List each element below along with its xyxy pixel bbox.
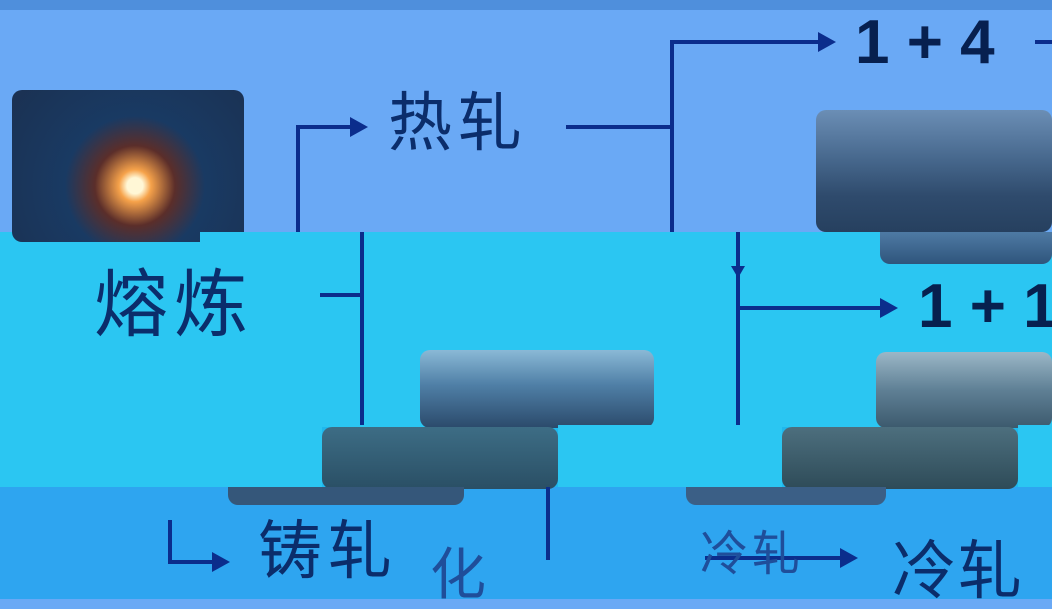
hot-rolling-mill-photo [816,110,1052,232]
arrowhead-down [731,266,745,278]
cast-rolling-label: 铸轧 [258,515,398,589]
cold-mill-photo-strip [686,487,886,505]
cast-line-photo-strip [228,487,464,505]
arrowhead-1-1 [880,298,898,318]
code-1-plus-1: 1 + 1 [918,272,1052,341]
glitch-block [1018,425,1052,487]
arrowhead-hot-rolling [350,117,368,137]
hot-rolling-label: 热轧 [388,87,528,161]
bottom-band [0,487,1052,599]
partial-char-label: 化 [430,543,486,608]
top-band [0,0,1052,10]
glitch-block [558,425,782,487]
glitch-block [200,232,330,252]
cast-rolling-line-photo-lower [322,427,558,489]
cold-rolling-mill-photo-lower [782,427,1018,489]
arrow-to-cast-rolling [168,520,212,564]
arrowhead-1-4 [818,32,836,52]
arrowhead-cast-rolling [212,552,230,572]
cast-rolling-line-photo [420,350,654,428]
code-1-plus-4: 1 + 4 [855,8,995,77]
arrow-to-1-4 [670,40,818,232]
glitch-block [0,425,322,487]
furnace-photo [12,90,244,242]
cold-rolling-mill-photo [876,352,1052,428]
cold-rolling-label: 冷轧 [892,535,1024,609]
hot-rolling-mill-photo-lower [880,232,1052,264]
melting-label: 熔炼 [94,262,254,348]
arrowhead-cold-rolling [840,548,858,568]
arrow-to-hot-rolling [296,125,350,232]
cold-rolling-partial-label: 冷轧 [700,526,805,582]
